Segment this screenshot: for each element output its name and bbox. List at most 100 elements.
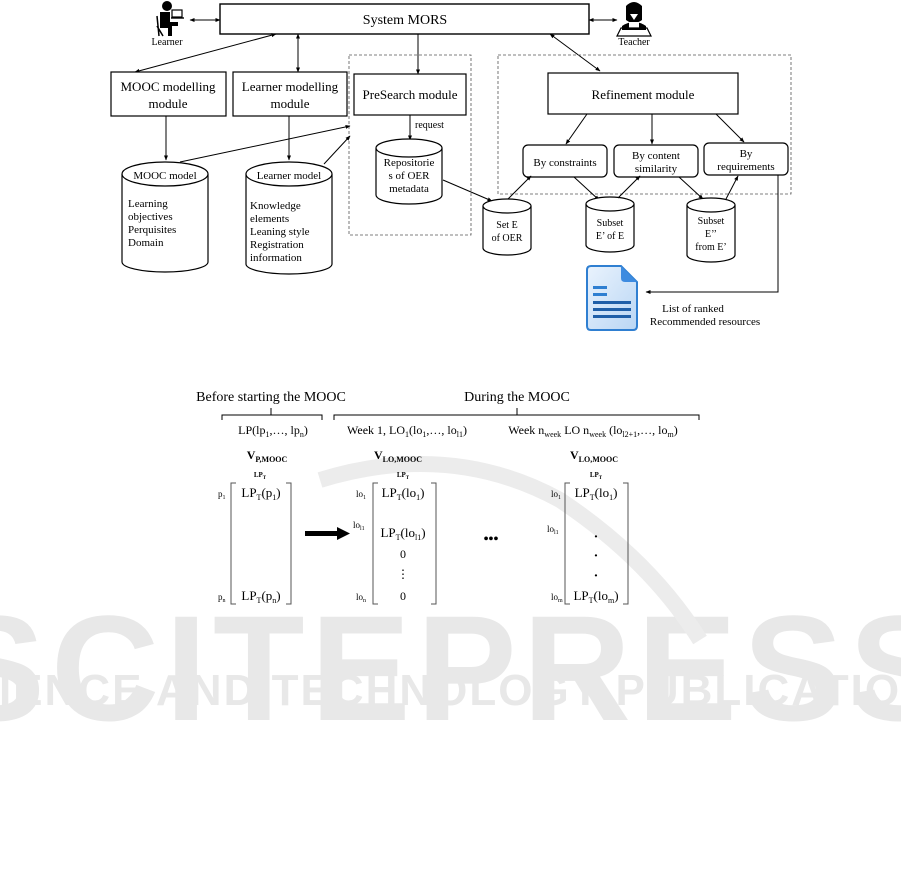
watermark-line2: SCIENCE AND TECHNOLOGY PUBLICATIONS xyxy=(0,666,901,715)
lp-label: LP(lp1,…, lpn) xyxy=(238,423,308,439)
teacher-icon xyxy=(616,2,652,37)
matrix1-cell: LPT(p1) xyxy=(241,485,280,502)
subset-content-link xyxy=(617,175,641,199)
output-label-1: List of ranked xyxy=(662,303,724,315)
by-requirements-label-1: By xyxy=(740,148,753,160)
watermark-line1: SCITEPRESS xyxy=(0,584,901,752)
watermark: SCITEPRESS SCIENCE AND TECHNOLOGY PUBLIC… xyxy=(0,456,901,752)
learner-icon xyxy=(156,1,184,37)
subset2-requirements-link xyxy=(725,175,739,200)
repositories-set-link xyxy=(442,179,493,202)
ellipsis-icon: ••• xyxy=(484,532,499,547)
transition-arrow-icon xyxy=(305,527,350,540)
learner-model-line: Knowledge xyxy=(250,200,301,212)
matrix2-left-bracket xyxy=(372,482,378,605)
matrix1-cell: LPT(pn) xyxy=(241,588,280,605)
subset-e1-line: Subset xyxy=(597,218,624,229)
set-e-line: of OER xyxy=(492,233,523,244)
mooc-modelling-label-2: module xyxy=(149,96,188,111)
matrix3-cell: LPT(lom) xyxy=(573,588,618,605)
document-icon xyxy=(586,265,638,331)
refinement-module-label: Refinement module xyxy=(592,87,695,102)
system-refinement-link xyxy=(549,33,601,72)
matrix1-row-label: p1 xyxy=(218,489,226,501)
matrix1-left-bracket xyxy=(230,482,236,605)
system-mors-box xyxy=(219,3,590,35)
learner-model-presearch-link xyxy=(323,135,351,165)
mooc-model-line: Learning xyxy=(128,198,168,210)
phase-during-label: During the MOOC xyxy=(464,390,570,405)
mooc-model-line: Domain xyxy=(128,237,164,249)
matrix2-row-label: lol1 xyxy=(353,520,365,532)
matrix3-right-bracket xyxy=(623,482,629,605)
learner-model-line: elements xyxy=(250,213,289,225)
matrix3-row-label: lo1 xyxy=(551,489,561,501)
mooc-model-database xyxy=(121,161,209,273)
output-label-2: Recommended resources xyxy=(650,316,760,328)
phase-during-brace xyxy=(333,408,700,420)
matrix2-row-label: lo1 xyxy=(356,489,366,501)
matrix3-cell: LPT(lo1) xyxy=(575,485,618,502)
repositories-line: s of OER xyxy=(389,170,431,182)
matrix3-left-bracket xyxy=(564,482,570,605)
learner-model-line: Leaning style xyxy=(250,226,310,238)
vector-vp-label: VP,MOOC xyxy=(247,448,288,464)
learner-model-line: information xyxy=(250,252,302,264)
constraints-subset-link xyxy=(573,176,600,201)
by-content-label-1: By content xyxy=(632,150,680,162)
learner-model-database xyxy=(245,161,333,275)
learner-modelling-module-box xyxy=(232,71,348,117)
matrix3-cell: · xyxy=(594,569,599,584)
matrix2-cell: LPT(lo1) xyxy=(382,485,425,502)
requirements-output-link xyxy=(645,175,779,294)
matrix3-row-label: lol1 xyxy=(547,524,559,536)
mooc-model-line: Perquisites xyxy=(128,224,176,236)
by-requirements-box xyxy=(703,142,789,176)
matrix2-cell: 0 xyxy=(400,547,406,561)
learner-label: Learner xyxy=(151,37,183,48)
set-constraints-link xyxy=(507,175,532,200)
repositories-line: Repositorie xyxy=(384,157,435,169)
matrix2-right-bracket xyxy=(431,482,437,605)
mooc-model-presearch-link xyxy=(179,124,351,163)
phase-before-label: Before starting the MOOC xyxy=(196,390,346,405)
content-subset2-link xyxy=(678,176,704,200)
by-content-similarity-box xyxy=(613,144,699,178)
learner-modelling-label-1: Learner modelling xyxy=(242,79,339,94)
matrix1-col-header: LPT xyxy=(254,471,267,481)
weekn-label: Week nweek LO nweek (lol2+1,…, lom) xyxy=(508,423,677,439)
presearch-module-label: PreSearch module xyxy=(363,87,458,102)
subset-e2-line: E’’ xyxy=(705,229,717,240)
matrix2-row-label: lon xyxy=(356,592,366,604)
presearch-module-box xyxy=(353,73,467,116)
matrix1-right-bracket xyxy=(286,482,292,605)
subset-e2-line: from E’ xyxy=(695,242,726,253)
subset-e1-line: E’ of E xyxy=(596,231,624,242)
phase-before-brace xyxy=(221,408,323,420)
subset-e2-line: Subset xyxy=(698,216,725,227)
learner-model-line: Registration xyxy=(250,239,304,251)
repositories-database xyxy=(375,138,443,205)
matrix3-col-header: LPT xyxy=(590,471,603,481)
matrix3-row-label: lom xyxy=(551,592,563,604)
refinement-requirements-link xyxy=(715,113,745,143)
subset-e1-database xyxy=(585,196,635,253)
by-constraints-label: By constraints xyxy=(533,157,596,169)
set-e-database xyxy=(482,198,532,256)
matrix1-row-label: pn xyxy=(218,592,226,604)
system-mooc-link xyxy=(134,33,277,73)
subset-e2-database xyxy=(686,197,736,263)
by-requirements-label-2: requirements xyxy=(717,161,774,173)
system-mors-label: System MORS xyxy=(363,13,447,28)
mooc-modelling-module-box xyxy=(110,71,227,117)
matrix3-cell: · xyxy=(594,549,599,564)
presearch-group xyxy=(348,54,472,236)
matrix2-cell: 0 xyxy=(400,589,406,603)
matrix2-col-header: LPT xyxy=(397,471,410,481)
mooc-model-line: objectives xyxy=(128,211,173,223)
mooc-model-title: MOOC model xyxy=(133,170,196,182)
by-content-label-2: similarity xyxy=(635,163,678,175)
watermark-swoosh xyxy=(317,456,707,645)
week1-label: Week 1, LO1(lo1,…, lol1) xyxy=(347,423,467,439)
